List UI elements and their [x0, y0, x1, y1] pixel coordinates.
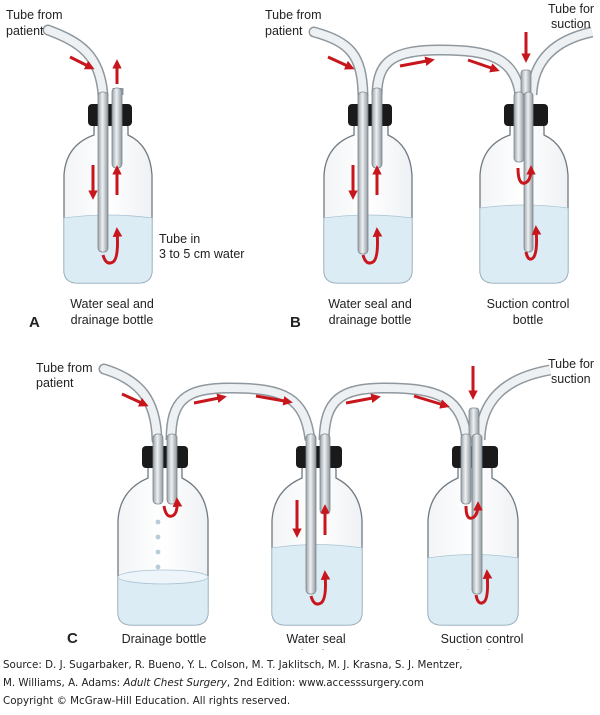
svg-text:Suction control: Suction control — [441, 632, 524, 646]
cap-c-2 — [296, 446, 342, 468]
chest-drainage-diagram: Tube from patient Tube in 3 to 5 cm wate… — [6, 2, 594, 650]
a-tube-in-water-2: 3 to 5 cm water — [159, 247, 244, 261]
a-tube-from-patient-1: Tube from — [6, 8, 63, 22]
svg-text:bottle: bottle — [513, 313, 544, 327]
svg-text:Tube from: Tube from — [265, 8, 322, 22]
c-caption-suction-2: bottle — [467, 648, 498, 650]
svg-text:Suction control: Suction control — [487, 297, 570, 311]
a-caption-1: Water seal and — [70, 297, 154, 311]
svg-text:bottle: bottle — [467, 648, 498, 650]
svg-text:suction: suction — [551, 372, 591, 386]
copyright-line: Copyright © McGraw-Hill Education. All r… — [3, 695, 291, 707]
panel-letter-a: A — [29, 314, 40, 331]
panel-c: Tube from patient Tube for suction Drain… — [36, 357, 594, 650]
cap-b-1 — [348, 104, 392, 126]
svg-text:patient: patient — [6, 24, 44, 38]
panel-a: Tube from patient Tube in 3 to 5 cm wate… — [6, 8, 244, 331]
source-line-1: Source: D. J. Sugarbaker, R. Bueno, Y. L… — [3, 659, 463, 671]
c-caption-water-seal-2: bottle — [301, 648, 332, 650]
c-tube-from-patient-1: Tube from — [36, 361, 93, 375]
c-caption-water-seal-1: Water seal — [286, 632, 345, 646]
source-citation: Source: D. J. Sugarbaker, R. Bueno, Y. L… — [3, 656, 597, 710]
a-caption-2: drainage bottle — [71, 313, 154, 327]
svg-text:Water seal and: Water seal and — [70, 297, 154, 311]
b-caption-left-1: Water seal and — [328, 297, 412, 311]
c-caption-suction-1: Suction control — [441, 632, 524, 646]
svg-text:patient: patient — [265, 24, 303, 38]
svg-text:drainage bottle: drainage bottle — [71, 313, 154, 327]
svg-text:drainage bottle: drainage bottle — [329, 313, 412, 327]
svg-text:C: C — [67, 630, 78, 647]
cap-c-1 — [142, 446, 188, 468]
c-caption-drainage: Drainage bottle — [122, 632, 207, 646]
b-tube-for-suction-1: Tube for — [548, 2, 594, 16]
b-tube-from-patient-1: Tube from — [265, 8, 322, 22]
svg-text:Tube in: Tube in — [159, 232, 200, 246]
panel-letter-c: C — [67, 630, 78, 647]
svg-text:Tube for: Tube for — [548, 357, 594, 371]
svg-text:B: B — [290, 314, 301, 331]
svg-text:Tube from: Tube from — [6, 8, 63, 22]
svg-text:bottle: bottle — [301, 648, 332, 650]
svg-text:Tube from: Tube from — [36, 361, 93, 375]
source-book-title: Adult Chest Surgery — [123, 677, 227, 689]
svg-text:A: A — [29, 314, 40, 331]
panel-letter-b: B — [290, 314, 301, 331]
b-tube-from-patient-2: patient — [265, 24, 303, 38]
svg-text:Tube for: Tube for — [548, 2, 594, 16]
a-tube-from-patient-2: patient — [6, 24, 44, 38]
svg-text:Water seal: Water seal — [286, 632, 345, 646]
b-tube-for-suction-2: suction — [551, 17, 591, 31]
cap-a — [88, 104, 132, 126]
b-caption-right-2: bottle — [513, 313, 544, 327]
b-caption-right-1: Suction control — [487, 297, 570, 311]
svg-text:Drainage bottle: Drainage bottle — [122, 632, 207, 646]
long-tube-a — [97, 91, 109, 253]
svg-text:Water seal and: Water seal and — [328, 297, 412, 311]
c-tube-for-suction-1: Tube for — [548, 357, 594, 371]
c-tube-for-suction-2: suction — [551, 372, 591, 386]
short-tube-a — [111, 87, 123, 169]
b-caption-left-2: drainage bottle — [329, 313, 412, 327]
a-tube-in-water-1: Tube in — [159, 232, 200, 246]
svg-text:3 to 5 cm water: 3 to 5 cm water — [159, 247, 244, 261]
panel-b: Tube from patient Tube for suction Water… — [265, 2, 594, 331]
svg-text:suction: suction — [551, 17, 591, 31]
svg-text:patient: patient — [36, 376, 74, 390]
source-edition-url: , 2nd Edition: www.accesssurgery.com — [226, 677, 424, 689]
c-tube-from-patient-2: patient — [36, 376, 74, 390]
source-line-2: M. Williams, A. Adams: Adult Chest Surge… — [3, 674, 597, 692]
source-authors: M. Williams, A. Adams: — [3, 677, 124, 689]
